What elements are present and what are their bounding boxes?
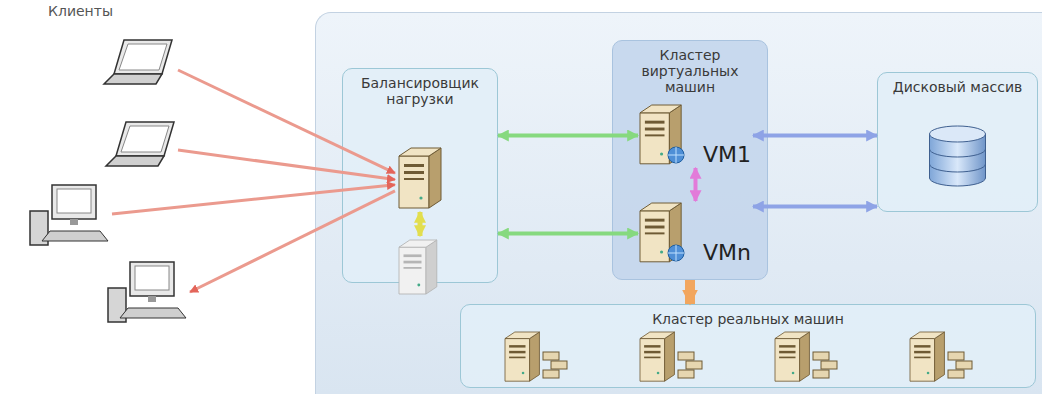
client-request-arrow xyxy=(112,185,395,214)
laptop-client xyxy=(106,122,174,166)
connector-arrow xyxy=(753,134,877,138)
standby-server xyxy=(399,240,437,294)
balancer-server xyxy=(399,148,441,208)
virtual-machine: VMn xyxy=(638,201,753,266)
box-heading: Дисковый массив xyxy=(878,73,1037,95)
client-request-arrow xyxy=(178,70,395,173)
connector-arrow xyxy=(694,168,698,201)
vm-server-icon xyxy=(640,105,681,164)
box-heading: Кластер реальных машин xyxy=(461,305,1035,327)
client-request-arrow xyxy=(178,150,395,180)
physical-server xyxy=(505,332,539,381)
box-heading: Балансировщик нагрузки xyxy=(343,69,497,107)
drive-stack xyxy=(813,352,837,378)
vm-cluster-box: Кластер виртуальных машинVM1VMn xyxy=(612,40,768,280)
disk-cylinder xyxy=(930,126,986,186)
vm-label: VMn xyxy=(703,242,753,266)
client-request-arrow xyxy=(190,191,395,292)
box-heading: Кластер виртуальных машин xyxy=(613,41,767,95)
physical-server xyxy=(640,332,674,381)
disk-array-box: Дисковый массив xyxy=(877,72,1038,212)
group-label: Клиенты xyxy=(48,3,113,19)
desktop-client xyxy=(108,262,186,322)
real-cluster-box: Кластер реальных машин xyxy=(460,304,1036,388)
drive-stack xyxy=(948,352,972,378)
connector-arrow xyxy=(685,280,695,304)
load-balancer-box: Балансировщик нагрузки xyxy=(342,68,498,283)
connector-arrow xyxy=(753,205,877,209)
connector-arrow xyxy=(498,134,638,138)
failover-arrow xyxy=(418,212,423,236)
drive-stack xyxy=(543,352,567,378)
vm-server-icon xyxy=(640,203,681,262)
drive-stack xyxy=(678,352,702,378)
laptop-client xyxy=(104,40,172,84)
desktop-client xyxy=(30,185,108,245)
physical-server xyxy=(910,332,944,381)
vm-globe xyxy=(668,147,684,163)
physical-server xyxy=(775,332,809,381)
virtual-machine: VM1 xyxy=(638,103,753,168)
vm-label: VM1 xyxy=(703,144,753,168)
connector-arrow xyxy=(498,232,638,236)
vm-globe xyxy=(668,245,684,261)
